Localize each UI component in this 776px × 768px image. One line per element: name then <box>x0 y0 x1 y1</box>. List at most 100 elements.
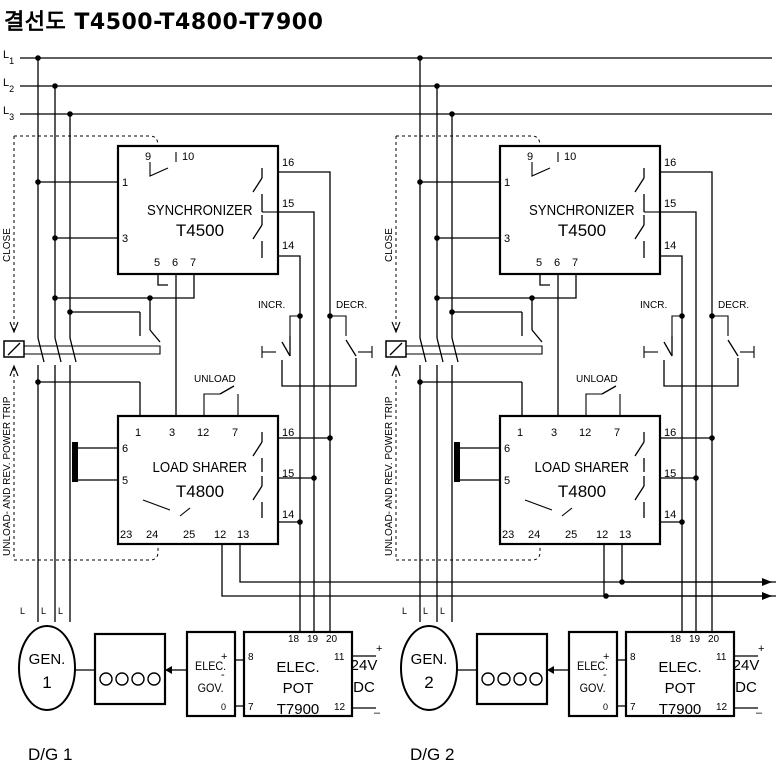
decr-label: DECR. <box>718 300 749 311</box>
sync-pin-1: 1 <box>504 177 510 189</box>
breaker-contact-1 <box>37 337 45 363</box>
bus-label-l3: L3 <box>3 105 14 122</box>
generator-circle <box>18 625 76 711</box>
pot-label1: ELEC. <box>658 659 701 676</box>
ls-relay-25 <box>179 507 191 517</box>
sync-pin-6: 6 <box>172 257 178 269</box>
ls-pin-1: 1 <box>517 427 523 439</box>
gen-l3: L <box>58 606 63 616</box>
gen-l2: L <box>423 606 428 616</box>
ls12-line <box>603 544 776 597</box>
sync-aux-contact <box>149 329 161 343</box>
ls-pin-12b: 12 <box>596 529 608 541</box>
ls12-junction-2 <box>603 593 609 599</box>
aux-l3-dot <box>67 309 73 315</box>
incr-label: INCR. <box>640 300 667 311</box>
incr-sw-top <box>671 315 682 336</box>
trip-arrow <box>9 364 19 377</box>
sync-relay-14-blade <box>634 224 645 240</box>
close-arrow <box>391 321 401 334</box>
sync-model: T4500 <box>176 221 224 240</box>
sync-pin-3: 3 <box>122 233 128 245</box>
aux-l2-dot <box>434 295 440 301</box>
ls13-junction-2 <box>619 579 625 585</box>
trip-label: UNLOAD- AND REV. POWER TRIP <box>384 396 395 556</box>
breaker-contact-3 <box>451 337 459 363</box>
gov-plus: + <box>221 651 227 663</box>
generator-circle <box>400 625 458 711</box>
sync-relay-14-blade <box>252 224 263 240</box>
supply-plus: + <box>758 643 764 655</box>
gov-label1: ELEC. <box>195 661 226 674</box>
ls-relay-14-blade <box>252 485 263 501</box>
decr-label: DECR. <box>336 300 367 311</box>
breaker-contact-2 <box>436 337 444 363</box>
ls15-dot <box>693 475 699 481</box>
decr-dot <box>327 313 333 319</box>
sync-5-wire <box>157 274 168 286</box>
ls-relay-24 <box>142 499 171 511</box>
engine-cylinder-1 <box>481 672 495 686</box>
sync-name: SYNCHRONIZER <box>529 201 634 218</box>
unload-label: UNLOAD <box>194 374 236 385</box>
ls15-dot <box>311 475 317 481</box>
gov-minus: - <box>221 669 225 681</box>
aux-l2-dot <box>52 295 58 301</box>
aux-l1-dot <box>35 379 41 385</box>
ls-pin-23: 23 <box>502 529 514 541</box>
sync-model: T4500 <box>558 221 606 240</box>
sync15-wire <box>278 211 315 636</box>
ls12-line <box>221 544 772 597</box>
supply-minus: – <box>756 707 763 719</box>
pot-pin-18: 18 <box>670 634 682 645</box>
sync-pin-16: 16 <box>282 157 294 169</box>
supply-plus: + <box>376 643 382 655</box>
gen-l1: L <box>402 606 407 616</box>
ls-pin-5: 5 <box>504 475 510 487</box>
gov-label1: ELEC. <box>577 661 608 674</box>
ls-pin-3: 3 <box>169 427 175 439</box>
sync-pin-10: 10 <box>564 151 576 163</box>
pot-label2: POT <box>665 680 696 697</box>
sync-7-wire <box>531 274 577 330</box>
bus-label-l1: L1 <box>3 49 14 66</box>
ls-name: LOAD SHARER <box>535 458 630 475</box>
ls-pin-3: 3 <box>551 427 557 439</box>
pot-pin-7: 7 <box>630 702 636 713</box>
sync-pin-5: 5 <box>154 257 160 269</box>
sync-pin-14: 14 <box>664 240 676 252</box>
incr-label: INCR. <box>258 300 285 311</box>
breaker-coil-diagonal <box>389 342 403 356</box>
sync-pin3-dot <box>52 235 58 241</box>
decr-sw-top <box>712 315 729 336</box>
sync-name: SYNCHRONIZER <box>147 201 252 218</box>
unload-sw-blade <box>219 385 235 395</box>
gen-l1: L <box>20 606 25 616</box>
ls-pin-13: 13 <box>619 529 631 541</box>
page-title: 결선도 T4500-T4800-T7900 <box>4 10 324 35</box>
decr-sw-bot <box>712 358 739 387</box>
close-arrow <box>9 321 19 334</box>
ls-pin-24: 24 <box>146 529 158 541</box>
gov-label2: GOV. <box>580 683 606 696</box>
dg-label: D/G 1 <box>28 745 72 764</box>
ls-pin-15: 15 <box>282 468 294 480</box>
sync-pin-5: 5 <box>536 257 542 269</box>
pot-model: T7900 <box>277 701 320 718</box>
sync-pin-16: 16 <box>664 157 676 169</box>
supply-voltage: 24V <box>351 657 378 674</box>
ls-pin-12: 12 <box>579 427 591 439</box>
ls-model: T4800 <box>558 482 606 501</box>
sync-pin-6: 6 <box>554 257 560 269</box>
bus-tap-dot-1 <box>417 55 423 61</box>
bus-tap-dot-3 <box>449 111 455 117</box>
supply-voltage: 24V <box>733 657 760 674</box>
ls-pin-15: 15 <box>664 468 676 480</box>
incr-sw-top <box>289 315 300 336</box>
decr-sw-top <box>330 315 347 336</box>
gen-l3: L <box>440 606 445 616</box>
signal-arrow-1 <box>762 578 772 586</box>
bus-label-l2: L2 <box>3 77 14 94</box>
supply-dc: DC <box>353 679 375 696</box>
ls-relay-24 <box>524 499 553 511</box>
